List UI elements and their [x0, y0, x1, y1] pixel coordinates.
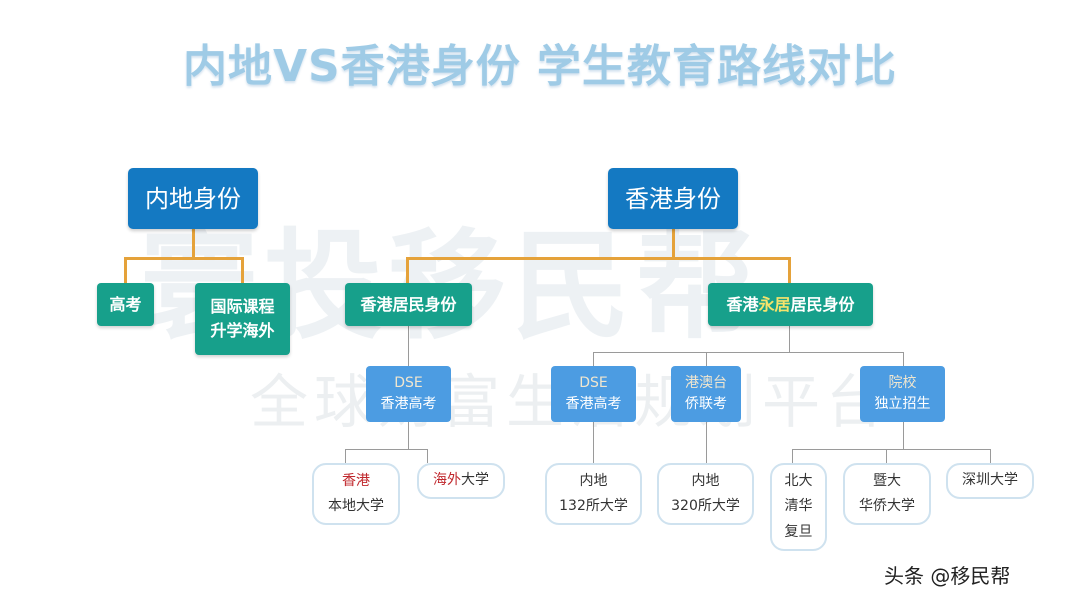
- joint-exam-route-node: 港澳台侨联考: [671, 366, 741, 422]
- connector: [792, 449, 991, 450]
- connector: [427, 449, 428, 463]
- node-label: 高考: [109, 294, 142, 314]
- node-label: 内地身份: [145, 184, 241, 213]
- connector: [241, 257, 244, 283]
- connector: [788, 257, 791, 283]
- connector: [408, 325, 409, 366]
- connector: [124, 257, 244, 260]
- node-label: 香港永居居民身份: [726, 293, 854, 317]
- connector: [593, 422, 594, 463]
- connector: [706, 422, 707, 463]
- label-highlight: 海外: [433, 472, 461, 489]
- connector: [593, 352, 904, 353]
- connector: [903, 352, 904, 366]
- node-label: 深圳大学: [962, 472, 1018, 489]
- overseas-university-leaf: 海外大学: [417, 463, 505, 499]
- connector: [990, 449, 991, 463]
- connector: [672, 228, 675, 259]
- mainland-320-universities-leaf: 内地 320所大学: [657, 463, 754, 525]
- label-highlight: 永居: [758, 294, 791, 314]
- node-label: 海外大学: [433, 468, 489, 493]
- node-label: 暨大: [873, 472, 901, 489]
- connector: [886, 449, 887, 463]
- dse-route-node: DSE 香港高考: [551, 366, 636, 422]
- gaokao-node: 高考: [97, 283, 154, 326]
- label-part: 居民身份: [790, 294, 855, 314]
- connector: [192, 228, 195, 259]
- node-label: 复旦: [784, 523, 813, 540]
- connector: [408, 422, 409, 449]
- hk-permanent-resident-node: 香港永居居民身份: [708, 283, 873, 326]
- node-label: 独立招生: [874, 396, 931, 412]
- node-label: 320所大学: [671, 498, 740, 514]
- node-label: 侨联考: [685, 396, 727, 412]
- node-label: 香港: [342, 472, 370, 489]
- connector: [345, 449, 428, 450]
- hongkong-identity-node: 香港身份: [608, 168, 738, 229]
- page-title: 内地VS香港身份 学生教育路线对比: [182, 41, 898, 92]
- node-label: 清华: [784, 498, 813, 515]
- connector: [406, 257, 409, 283]
- node-label: DSE: [394, 375, 423, 391]
- node-label: 香港居民身份: [360, 294, 457, 314]
- connector: [792, 449, 793, 463]
- node-label: 香港高考: [380, 396, 437, 412]
- node-label: 华侨大学: [859, 498, 915, 514]
- mainland-identity-node: 内地身份: [128, 168, 258, 229]
- jinan-huaqiao-leaf: 暨大华侨大学: [843, 463, 931, 525]
- label-part: 香港: [726, 294, 759, 314]
- node-label: 香港身份: [625, 184, 721, 213]
- node-label: 内地: [691, 472, 720, 489]
- connector: [706, 352, 707, 366]
- node-label: 国际课程: [210, 297, 275, 316]
- international-course-node: 国际课程升学海外: [195, 283, 290, 355]
- connector: [903, 422, 904, 449]
- mainland-132-universities-leaf: 内地 132所大学: [545, 463, 642, 525]
- connector: [789, 325, 790, 352]
- dse-route-node: DSE 香港高考: [366, 366, 451, 422]
- node-label: 香港高考: [565, 396, 622, 412]
- node-label: 北大: [784, 473, 813, 490]
- hk-resident-node: 香港居民身份: [345, 283, 472, 326]
- node-label: 内地: [579, 472, 608, 489]
- node-label: 院校: [888, 375, 917, 391]
- pku-tsinghua-fudan-leaf: 北大清华复旦: [770, 463, 827, 551]
- label-part: 大学: [461, 472, 489, 489]
- node-label: 升学海外: [210, 321, 275, 340]
- node-label: 港澳台: [685, 375, 727, 391]
- node-label: 132所大学: [559, 498, 628, 514]
- node-label: DSE: [579, 375, 608, 391]
- hk-local-university-leaf: 香港本地大学: [312, 463, 400, 525]
- shenzhen-university-leaf: 深圳大学: [946, 463, 1034, 499]
- connector: [345, 449, 346, 463]
- node-label: 本地大学: [328, 498, 384, 514]
- connector: [124, 257, 127, 283]
- independent-admission-route-node: 院校独立招生: [860, 366, 945, 422]
- connector: [406, 257, 791, 260]
- connector: [593, 352, 594, 366]
- source-credit: 头条 @移民帮: [884, 564, 1011, 588]
